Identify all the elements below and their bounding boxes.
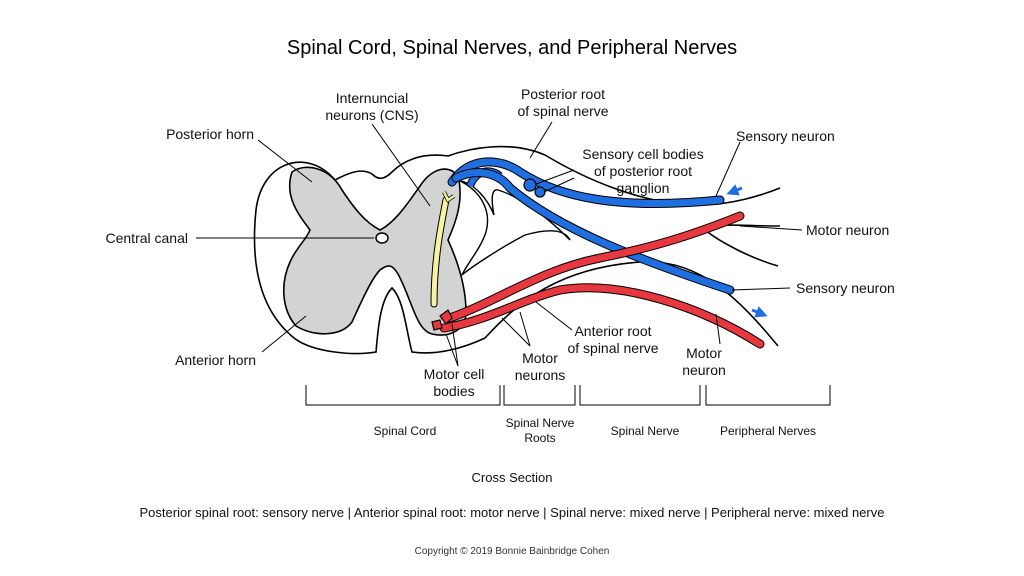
label-sensory-neuron-bottom: Sensory neuron <box>796 280 895 296</box>
label-motor-bodies-1: Motor cell <box>423 366 485 382</box>
label-internuncial-1: Internuncial <box>335 90 409 106</box>
sensory-cell-body-2 <box>534 186 546 198</box>
label-motor-neurons-1: Motor <box>522 350 558 366</box>
label-internuncial-2: neurons (CNS) <box>325 107 419 123</box>
sensory-cell-body-1 <box>523 178 537 192</box>
label-sensory-bodies-2: of posterior root <box>593 163 693 179</box>
label-posterior-root-2: of spinal nerve <box>517 103 609 119</box>
legend-text: Posterior spinal root: sensory nerve | A… <box>139 505 885 520</box>
cross-section-label: Cross Section <box>471 470 553 485</box>
label-motor-neuron-lower-1: Motor <box>686 345 722 361</box>
label-sensory-bodies-3: ganglion <box>616 180 670 196</box>
section-spinal-nerve-roots-1: Spinal Nerve <box>505 416 575 430</box>
root-gap-outline <box>457 179 571 276</box>
motor-cell-body-2 <box>431 319 443 331</box>
section-brackets <box>305 385 831 406</box>
label-posterior-root-1: Posterior root <box>520 86 606 102</box>
label-anterior-root-1: Anterior root <box>574 323 652 339</box>
label-motor-bodies-2: bodies <box>433 383 475 399</box>
label-motor-neuron-lower-2: neuron <box>682 362 726 378</box>
motor-neuron-upper <box>445 211 745 323</box>
label-motor-neuron-right: Motor neuron <box>806 222 890 238</box>
diagram-title: Spinal Cord, Spinal Nerves, and Peripher… <box>286 37 738 59</box>
sensory-neuron-bottom <box>451 168 768 318</box>
label-anterior-horn: Anterior horn <box>175 352 256 368</box>
spinal-cord-outline <box>253 161 779 355</box>
label-central-canal: Central canal <box>105 230 189 246</box>
label-anterior-root-2: of spinal nerve <box>567 340 659 356</box>
label-posterior-horn: Posterior horn <box>166 126 254 142</box>
gray-matter <box>282 166 467 336</box>
copyright-text: Copyright © 2019 Bonnie Bainbridge Cohen <box>414 546 610 557</box>
leader-lines <box>196 121 803 367</box>
label-sensory-neuron-top: Sensory neuron <box>736 128 835 144</box>
motor-cell-body-1 <box>439 309 453 325</box>
central-canal <box>375 232 389 244</box>
label-motor-neurons-2: neurons <box>514 367 566 383</box>
nerve-inner-notch <box>703 224 781 267</box>
section-spinal-nerve: Spinal Nerve <box>610 424 680 438</box>
section-spinal-cord: Spinal Cord <box>373 424 437 438</box>
label-sensory-bodies-1: Sensory cell bodies <box>582 146 704 162</box>
section-peripheral-nerves: Peripheral Nerves <box>719 424 817 438</box>
motor-neuron-lower <box>439 283 765 349</box>
section-spinal-nerve-roots-2: Roots <box>524 431 556 445</box>
